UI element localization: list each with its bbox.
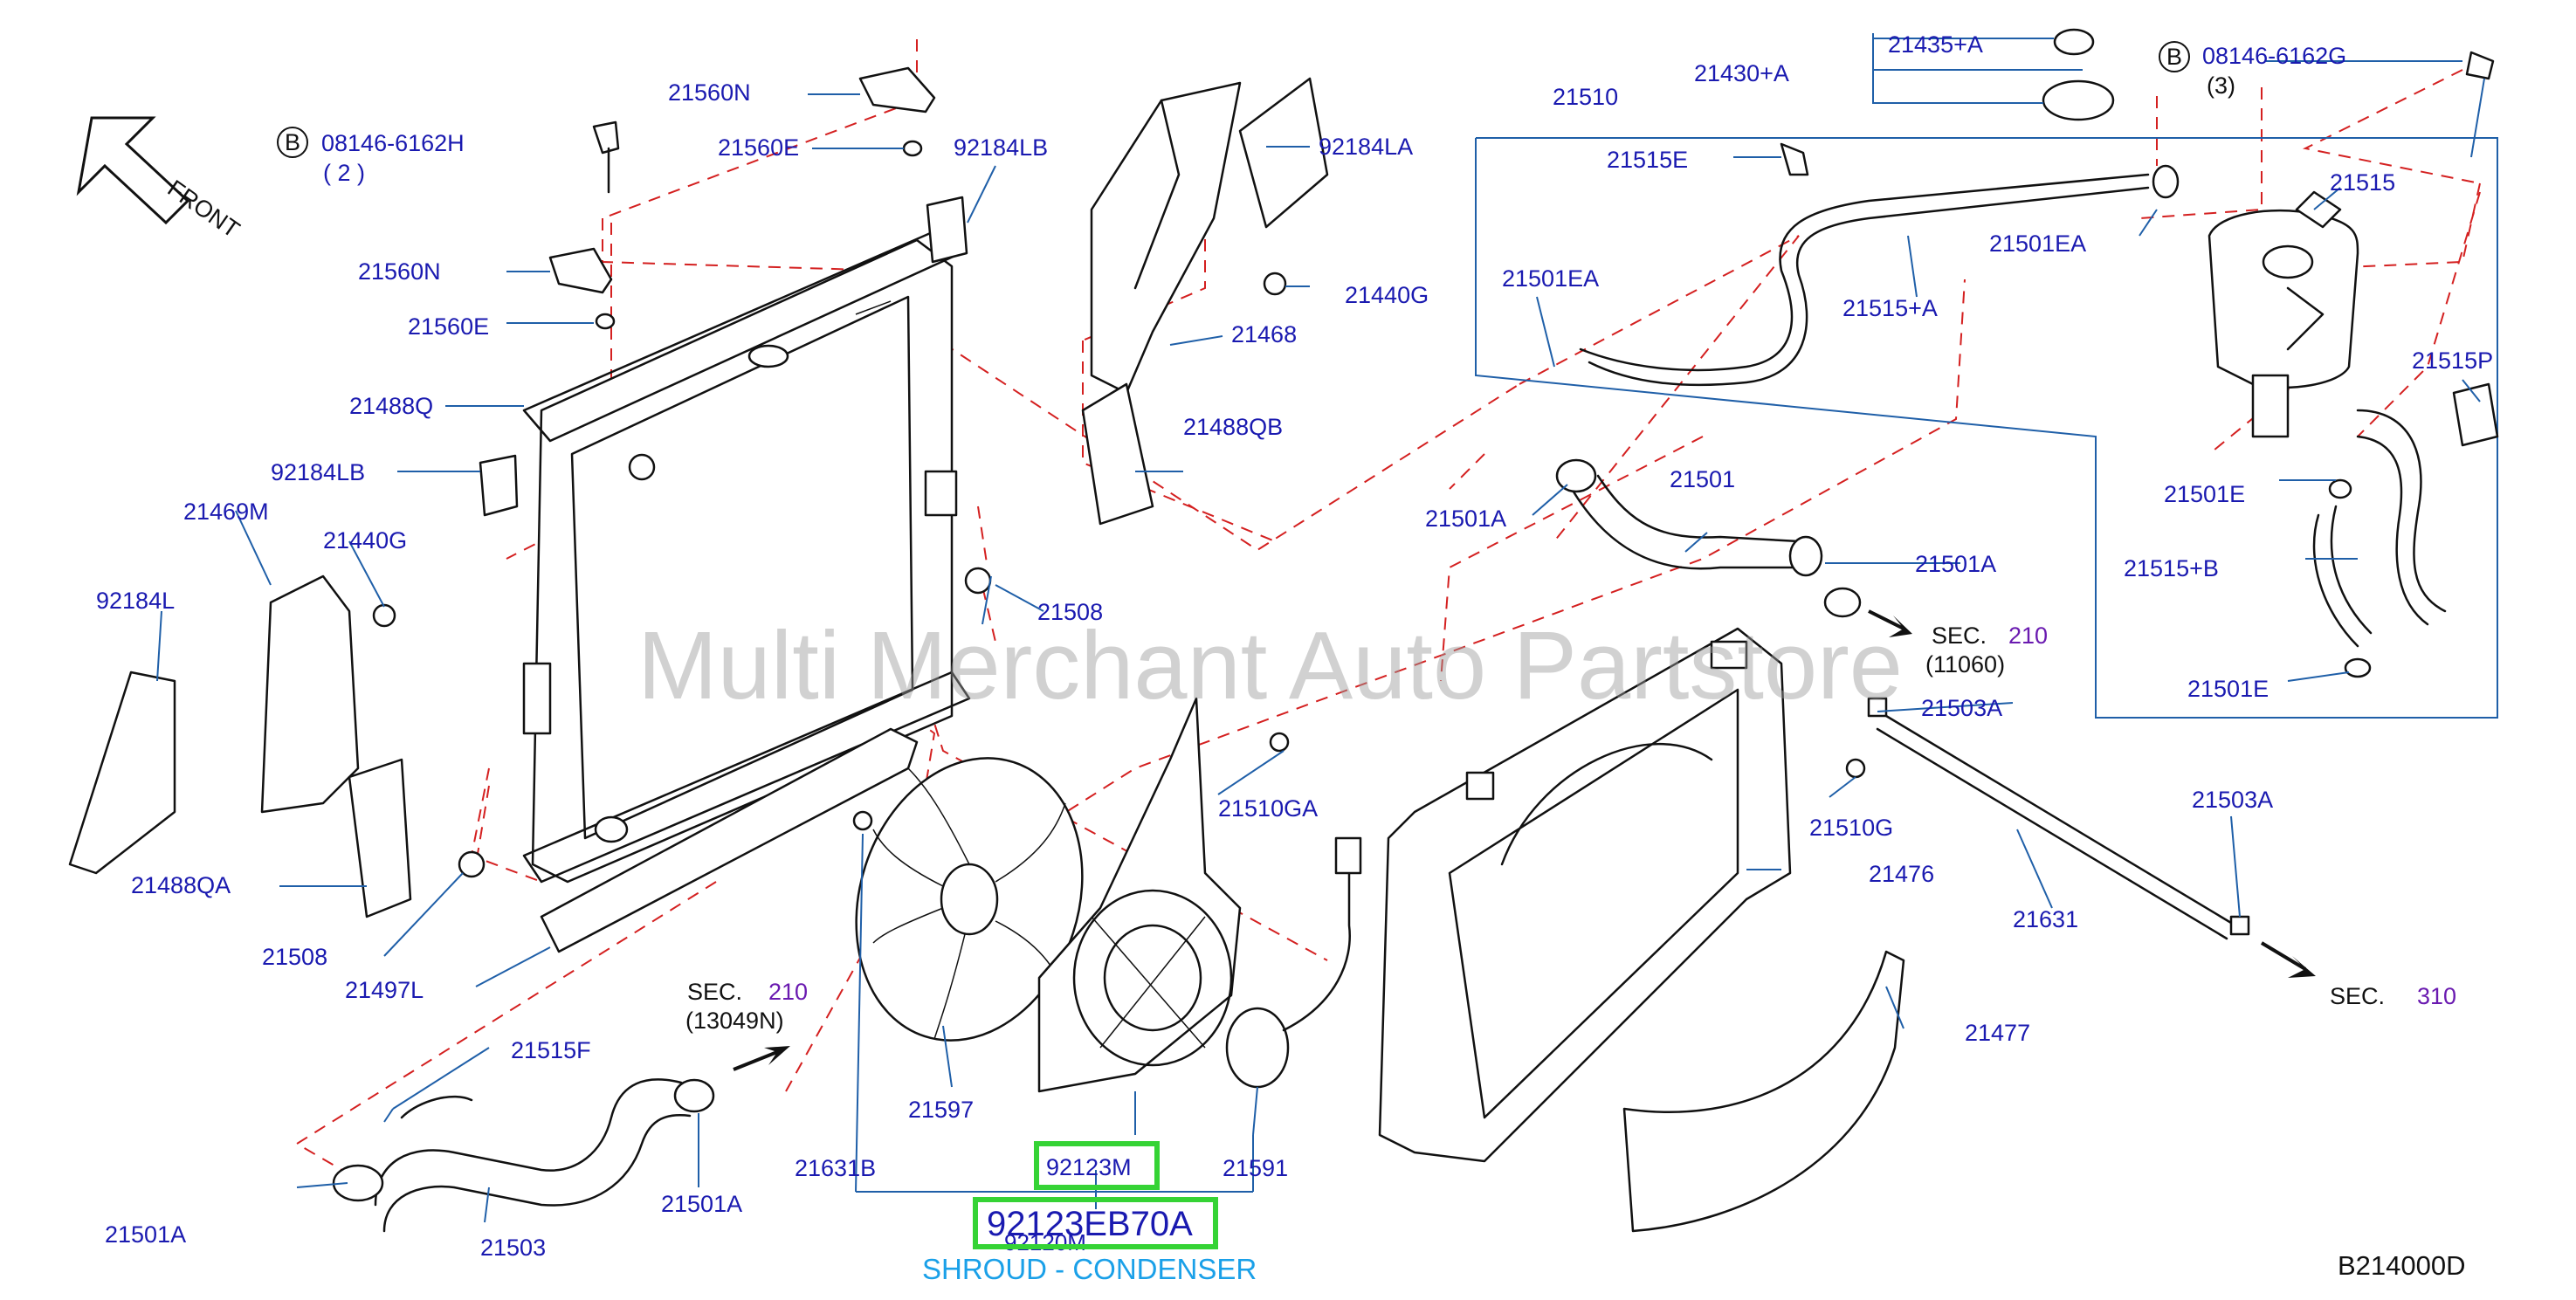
label-92184lb-lower[interactable]: 92184LB <box>271 459 365 485</box>
label-21515f[interactable]: 21515F <box>511 1037 591 1063</box>
label-21501a-lower-left[interactable]: 21501A <box>105 1221 186 1248</box>
label-21435a[interactable]: 21435+A <box>1888 31 1983 58</box>
lower-air-guide <box>540 727 919 953</box>
label-21631b[interactable]: 21631B <box>795 1155 876 1181</box>
bolt-right-qty: (3) <box>2207 72 2235 99</box>
label-21515e[interactable]: 21515E <box>1607 147 1688 173</box>
label-21477[interactable]: 21477 <box>1965 1020 2030 1046</box>
label-21631[interactable]: 21631 <box>2013 906 2078 932</box>
label-21510g[interactable]: 21510G <box>1809 815 1893 841</box>
label-21501e-lower[interactable]: 21501E <box>2187 676 2269 702</box>
label-21510[interactable]: 21510 <box>1553 84 1618 110</box>
label-21501a-lower-mid[interactable]: 21501A <box>661 1191 742 1217</box>
section-arrows <box>733 609 2316 1071</box>
reservoir-hoses <box>1579 142 2180 387</box>
sec-num-210-right: 210 <box>2008 622 2048 649</box>
part-labels: 21560N 21560E 92184LB 92184LA 21440G 214… <box>96 31 2493 1281</box>
highlight-group: 92123M 92120M 92123EB70A SHROUD - CONDEN… <box>922 1141 1257 1285</box>
label-21501a-right[interactable]: 21501A <box>1915 551 1996 577</box>
bolt-markers <box>277 41 2190 158</box>
label-21515[interactable]: 21515 <box>2330 169 2395 196</box>
label-21560n-upper[interactable]: 21560N <box>668 79 751 106</box>
label-21440g-right[interactable]: 21440G <box>1345 282 1429 308</box>
label-21503a-upper[interactable]: 21503A <box>1921 695 2002 721</box>
label-92184lb-upper[interactable]: 92184LB <box>954 134 1048 161</box>
upper-hose <box>1555 458 1862 618</box>
leader-lines <box>156 38 2485 1223</box>
label-21503a-lower[interactable]: 21503A <box>2192 787 2273 813</box>
label-21515a[interactable]: 21515+A <box>1842 295 1938 321</box>
reservoir-tank <box>2042 28 2499 678</box>
upper-brackets <box>548 66 936 330</box>
label-21508-right[interactable]: 21508 <box>1037 599 1103 625</box>
highlight-part-label[interactable]: 92123M <box>1046 1154 1132 1180</box>
sec-ref-11060: (11060) <box>1925 651 2005 678</box>
label-21560e-upper[interactable]: 21560E <box>718 134 799 161</box>
label-21476[interactable]: 21476 <box>1869 861 1934 887</box>
lower-hose <box>332 1078 715 1233</box>
label-21591[interactable]: 21591 <box>1223 1155 1288 1181</box>
highlight-box-number <box>973 1197 1218 1249</box>
label-21468[interactable]: 21468 <box>1231 321 1297 347</box>
label-21501e-upper[interactable]: 21501E <box>2164 481 2245 507</box>
radiator-shroud <box>1378 627 1792 1163</box>
bolt-left-part[interactable]: 08146-6162H <box>321 130 465 156</box>
label-21469m[interactable]: 21469M <box>183 499 269 525</box>
diagram-code: B214000D <box>2338 1250 2466 1281</box>
label-21488qa[interactable]: 21488QA <box>131 872 231 898</box>
label-21508-left[interactable]: 21508 <box>262 944 327 970</box>
bolt-right-part[interactable]: 08146-6162G <box>2202 43 2346 69</box>
sec-label-13049n: SEC. <box>687 979 742 1005</box>
label-21501a-upper[interactable]: 21501A <box>1425 506 1506 532</box>
highlight-part-number[interactable]: 92123EB70A <box>987 1205 1193 1243</box>
label-21501[interactable]: 21501 <box>1670 466 1735 492</box>
circle-b-right: B <box>2166 44 2182 70</box>
highlight-box-part <box>1034 1141 1160 1190</box>
label-21560n-lower[interactable]: 21560N <box>358 258 441 285</box>
sec-num-210-left: 210 <box>768 979 808 1005</box>
label-21510ga[interactable]: 21510GA <box>1218 795 1318 822</box>
label-21515b[interactable]: 21515+B <box>2124 555 2219 581</box>
part-caption: SHROUD - CONDENSER <box>922 1253 1257 1285</box>
label-21515p[interactable]: 21515P <box>2412 347 2493 374</box>
hidden-part-label: 92120M <box>1004 1229 1086 1255</box>
circle-b-left: B <box>285 129 300 155</box>
label-21488q[interactable]: 21488Q <box>349 393 433 419</box>
sec-label-310: SEC. <box>2330 983 2385 1009</box>
label-21497l[interactable]: 21497L <box>345 977 424 1003</box>
label-21488qb[interactable]: 21488QB <box>1183 414 1283 440</box>
label-92184la[interactable]: 92184LA <box>1319 134 1413 160</box>
sec-label-11060: SEC. <box>1932 622 1987 649</box>
label-92184l[interactable]: 92184L <box>96 588 175 614</box>
front-arrow <box>76 116 190 225</box>
label-21501ea-left[interactable]: 21501EA <box>1502 265 1599 292</box>
air-guides-left <box>68 574 486 918</box>
fan-shroud <box>1037 697 1242 1093</box>
label-21440g-left[interactable]: 21440G <box>323 527 407 554</box>
label-21430a[interactable]: 21430+A <box>1694 60 1789 86</box>
bolt-left-qty: ( 2 ) <box>323 160 365 186</box>
sec-ref-13049n: (13049N) <box>685 1008 784 1034</box>
label-21501ea-right[interactable]: 21501EA <box>1989 230 2086 257</box>
radiator <box>522 230 971 884</box>
label-21503[interactable]: 21503 <box>480 1235 546 1261</box>
label-21560e-lower[interactable]: 21560E <box>408 313 489 340</box>
radiator-seals <box>479 196 968 517</box>
overflow-hose <box>1867 697 2250 940</box>
label-21597[interactable]: 21597 <box>908 1097 974 1123</box>
watermark: Multi Merchant Auto Partstore <box>637 612 1903 719</box>
air-guides-right <box>964 77 1329 595</box>
sec-num-310: 310 <box>2417 983 2456 1009</box>
lower-shroud <box>1622 950 1905 1233</box>
